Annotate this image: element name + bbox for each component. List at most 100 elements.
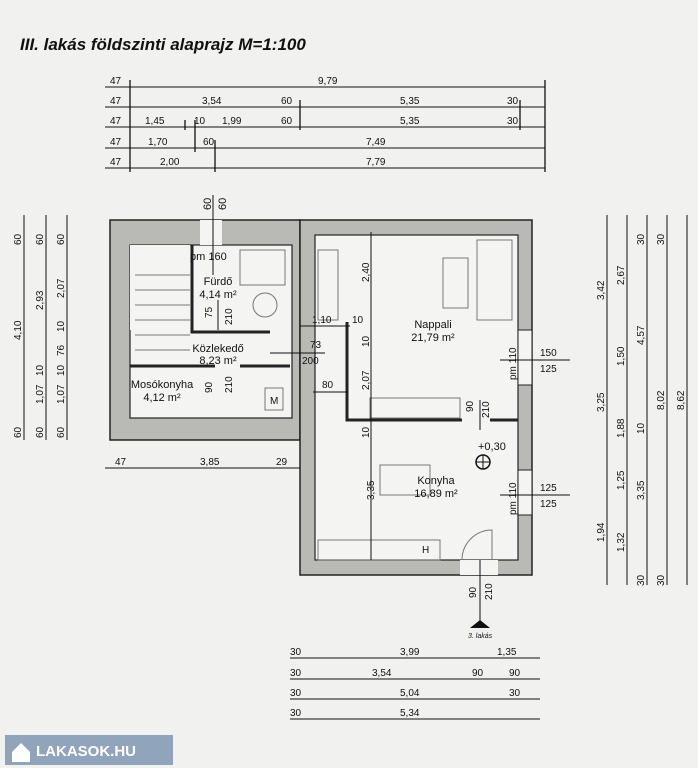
dim-label: 200 <box>302 356 319 367</box>
plan-title: III. lakás földszinti alaprajz M=1:100 <box>20 35 306 54</box>
dim-label: 75 <box>204 306 215 318</box>
dim-label: 5,35 <box>400 116 420 127</box>
dim-label: 90 <box>509 668 521 679</box>
dim-label: 60 <box>13 426 24 438</box>
dim-label: 3,35 <box>636 480 647 500</box>
dim-label: 60 <box>203 137 215 148</box>
dim-label: 1,94 <box>596 522 607 542</box>
dim-label: 1,25 <box>616 470 627 490</box>
dim-label: 5,04 <box>400 688 420 699</box>
mid-dimension-chain: 47 3,85 29 <box>105 457 300 469</box>
appliance-h-label: H <box>422 545 429 556</box>
dim-label: 210 <box>224 376 235 393</box>
room-area: 4,14 m² <box>199 289 237 301</box>
dim-label: 30 <box>509 688 521 699</box>
dim-label: 30 <box>290 688 302 699</box>
dim-label: 10 <box>352 315 364 326</box>
dim-label: pm 110 <box>508 482 519 515</box>
dim-label: 2,07 <box>361 370 372 390</box>
dim-label: 8,02 <box>656 390 667 410</box>
dim-label: 2,93 <box>35 290 46 310</box>
bottom-dimension-chains: 30 3,99 1,35 30 3,54 90 90 30 5,04 30 30… <box>290 647 540 720</box>
dim-label: 47 <box>110 116 122 127</box>
dim-label: 30 <box>636 233 647 245</box>
dim-label: 30 <box>656 233 667 245</box>
room-labels: Fürdő 4,14 m² Közlekedő 8,23 m² Mosókony… <box>131 276 458 500</box>
dim-label: 1,50 <box>616 346 627 366</box>
dim-label: 47 <box>110 137 122 148</box>
dim-label: 60 <box>281 116 293 127</box>
entrance-arrow-icon <box>470 620 490 628</box>
room-area: 8,23 m² <box>199 355 237 367</box>
dim-label: 60 <box>281 96 293 107</box>
dim-label: 47 <box>110 157 122 168</box>
dim-label: 80 <box>322 380 334 391</box>
dim-label: 1,99 <box>222 116 242 127</box>
dim-label: 10 <box>194 116 206 127</box>
walls <box>109 219 533 576</box>
dim-label: 60 <box>202 198 214 210</box>
dim-label: 8,62 <box>676 390 687 410</box>
dim-label: 1,45 <box>145 116 165 127</box>
dim-label: 60 <box>13 233 24 245</box>
inner-dimensions: 60 60 pm 160 75 210 1,10 10 73 200 80 2,… <box>190 195 570 640</box>
dim-label: 10 <box>56 364 67 376</box>
dim-label: 47 <box>110 76 122 87</box>
dim-label: 60 <box>35 426 46 438</box>
dim-label: 4,57 <box>636 325 647 345</box>
room-name: Nappali <box>414 319 451 331</box>
room-area: 16,89 m² <box>414 488 458 500</box>
logo-text: LAKASOK.HU <box>36 743 136 760</box>
house-icon <box>12 743 30 762</box>
dim-label: 10 <box>636 422 647 434</box>
dim-label: 90 <box>468 586 479 598</box>
dim-label: 1,07 <box>56 384 67 404</box>
dim-label: 150 <box>540 348 557 359</box>
dim-label: 60 <box>35 233 46 245</box>
dim-label: 125 <box>540 364 557 375</box>
dim-label: 30 <box>290 708 302 719</box>
dim-label: 76 <box>56 344 67 356</box>
dim-label: 2,00 <box>160 157 180 168</box>
dim-label: 47 <box>110 96 122 107</box>
dim-label: 90 <box>204 381 215 393</box>
dim-label: 10 <box>361 335 372 347</box>
top-dimension-chains: 47 9,79 47 3,54 60 5,35 30 47 1,45 10 1,… <box>105 76 546 172</box>
dim-label: 47 <box>115 457 127 468</box>
dim-label: 10 <box>361 426 372 438</box>
dim-label: 30 <box>290 668 302 679</box>
dim-label: 3,42 <box>596 280 607 300</box>
dim-label: 1,07 <box>35 384 46 404</box>
dim-label: 29 <box>276 457 288 468</box>
dim-label: 210 <box>484 583 495 600</box>
dim-label: pm 110 <box>508 347 519 380</box>
dim-label: 3,54 <box>372 668 392 679</box>
dim-label: 3,35 <box>366 480 377 500</box>
dim-label: 30 <box>507 116 519 127</box>
dim-label: 10 <box>56 320 67 332</box>
dim-label: pm 160 <box>190 251 227 263</box>
room-name: Fürdő <box>204 276 233 288</box>
site-logo: LAKASOK.HU <box>5 735 173 765</box>
dim-label: 2,67 <box>616 265 627 285</box>
room-name: Mosókonyha <box>131 379 194 391</box>
dim-label: 90 <box>465 400 476 412</box>
dim-label: 10 <box>35 364 46 376</box>
dim-label: 9,79 <box>318 76 338 87</box>
dim-label: 4,10 <box>13 320 24 340</box>
dim-label: 125 <box>540 483 557 494</box>
dim-label: 30 <box>290 647 302 658</box>
dim-label: 30 <box>507 96 519 107</box>
furniture: M H <box>135 239 513 561</box>
room-name: Közlekedő <box>192 343 243 355</box>
room-name: Konyha <box>417 475 455 487</box>
right-dimension-chains: 3,42 3,25 1,94 2,67 1,50 1,88 1,25 1,32 … <box>596 215 688 586</box>
dim-label: 1,32 <box>616 532 627 552</box>
dim-label: 30 <box>636 574 647 586</box>
dim-label: 3,85 <box>200 457 220 468</box>
dim-label: 7,49 <box>366 137 386 148</box>
left-dimension-chains: 60 4,10 60 60 2,93 10 1,07 60 60 2,07 10… <box>13 215 68 440</box>
dim-label: 1,70 <box>148 137 168 148</box>
room-area: 21,79 m² <box>411 332 455 344</box>
